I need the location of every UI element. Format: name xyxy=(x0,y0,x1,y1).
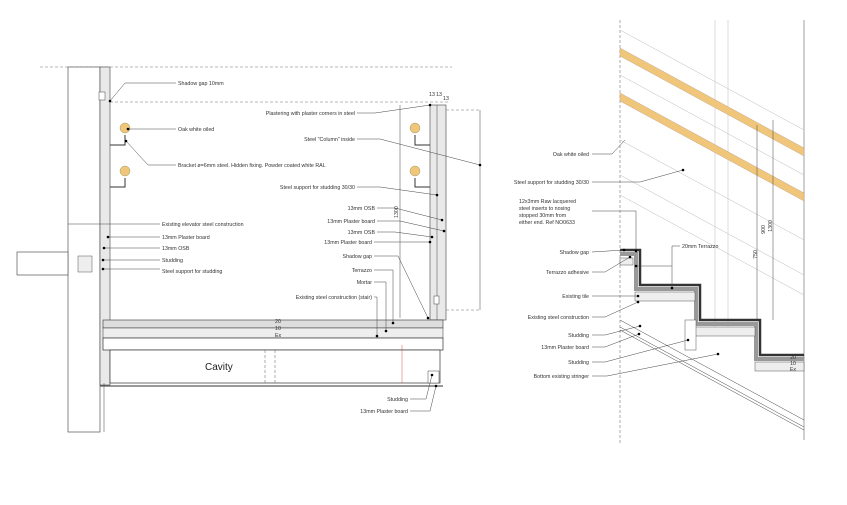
label-20mm-terrazzo: 20mm Terrazzo xyxy=(682,244,718,250)
label-existing-steel: Existing steel construction xyxy=(528,315,589,321)
dim-20: 20 xyxy=(275,319,281,325)
label-plaster-board: 13mm Plaster board xyxy=(324,240,372,246)
label-mortar: Mortar xyxy=(357,280,373,286)
label-bottom-stringer: Bottom existing stringer xyxy=(534,374,590,380)
label-osb: 13mm OSB xyxy=(162,246,190,252)
label-existing-tile: Existing tile xyxy=(562,294,589,300)
right-labels: Oak white oiled Steel support for studdi… xyxy=(514,152,796,380)
dim-10: 10 xyxy=(790,361,796,367)
right-stair-detail: Oak white oiled Steel support for studdi… xyxy=(514,20,805,445)
dim-750: 750 xyxy=(753,250,759,259)
dim-20: 20 xyxy=(790,355,796,361)
dim-13: 13 xyxy=(443,96,449,102)
label-plaster-board: 13mm Plaster board xyxy=(327,219,375,225)
dim-13: 13 xyxy=(429,92,435,98)
label-steel-column: Steel "Column" inside xyxy=(304,137,355,143)
dim-1300: 1300 xyxy=(768,220,774,232)
left-labels: Shadow gap 10mm Oak white oiled Bracket … xyxy=(162,81,449,415)
label-terrazzo: Terrazzo xyxy=(352,268,372,274)
label-shadow-gap: Shadow gap xyxy=(343,254,373,260)
label-oak: Oak white oiled xyxy=(553,152,589,158)
label-terrazzo-adhesive: Terrazzo adhesive xyxy=(546,270,589,276)
right-leaders xyxy=(591,139,719,377)
left-leaders xyxy=(68,82,481,412)
label-plaster-board: 13mm Plaster board xyxy=(541,345,589,351)
dim-ex: Ex xyxy=(275,333,282,339)
label-steel-support: Steel support for studding xyxy=(162,269,222,275)
label-insert-line3: stopped 30mm from xyxy=(519,213,567,219)
label-insert-line4: either end. Ref NO0633 xyxy=(519,220,575,226)
left-wall-lining xyxy=(99,66,111,386)
label-cavity: Cavity xyxy=(205,362,233,373)
label-existing-stair: Existing steel construction (stair) xyxy=(296,295,372,301)
stair-profile xyxy=(619,248,805,372)
label-studding: Studding xyxy=(568,360,589,366)
handrails-left xyxy=(110,122,430,188)
terrazzo-layer xyxy=(102,319,444,329)
label-studding: Studding xyxy=(387,397,408,403)
label-bracket: Bracket ø=6mm steel. Hidden fixing. Powd… xyxy=(178,163,326,169)
label-insert-line1: 12x3mm Raw lacquered xyxy=(519,199,576,205)
label-existing-elevator: Existing elevator steel construction xyxy=(162,222,244,228)
oak-handrail-upper xyxy=(619,47,805,157)
oak-handrail xyxy=(409,165,421,177)
existing-tile xyxy=(634,291,696,302)
existing-tile xyxy=(754,361,805,372)
label-plaster-board: 13mm Plaster board xyxy=(162,235,210,241)
label-osb: 13mm OSB xyxy=(348,206,376,212)
label-osb: 13mm OSB xyxy=(348,230,376,236)
label-steel-support-30: Steel support for studding 30/30 xyxy=(280,185,355,191)
right-wall-panel xyxy=(429,104,447,321)
label-studding: Studding xyxy=(162,258,183,264)
mortar-layer xyxy=(102,327,444,339)
oak-handrail xyxy=(409,122,421,134)
existing-wall xyxy=(67,66,101,433)
label-plastering: Plastering with plaster corners in steel xyxy=(266,111,355,117)
label-studding: Studding xyxy=(568,333,589,339)
existing-beam xyxy=(16,251,69,276)
oak-handrail-lower xyxy=(619,92,805,202)
stringer xyxy=(619,319,805,431)
dim-13: 13 xyxy=(436,92,442,98)
left-section-detail: Shadow gap 10mm Oak white oiled Bracket … xyxy=(16,66,482,433)
label-shadow-gap: Shadow gap xyxy=(560,250,590,256)
label-steel-support: Steel support for studding 30/30 xyxy=(514,180,589,186)
dim-900: 900 xyxy=(761,225,767,234)
label-oak: Oak white oiled xyxy=(178,127,214,133)
existing-tile xyxy=(694,326,756,337)
existing-stair-construction xyxy=(102,337,444,351)
oak-handrail xyxy=(119,165,131,177)
dim-1300: 1300 xyxy=(394,206,400,218)
label-plaster-board: 13mm Plaster board xyxy=(360,409,408,415)
dim-ex: Ex xyxy=(790,367,797,373)
dim-10: 10 xyxy=(275,326,281,332)
label-insert-line2: steel inserts to nosing xyxy=(519,206,570,212)
label-shadow-gap-10mm: Shadow gap 10mm xyxy=(178,81,224,87)
oak-handrail xyxy=(119,122,131,134)
